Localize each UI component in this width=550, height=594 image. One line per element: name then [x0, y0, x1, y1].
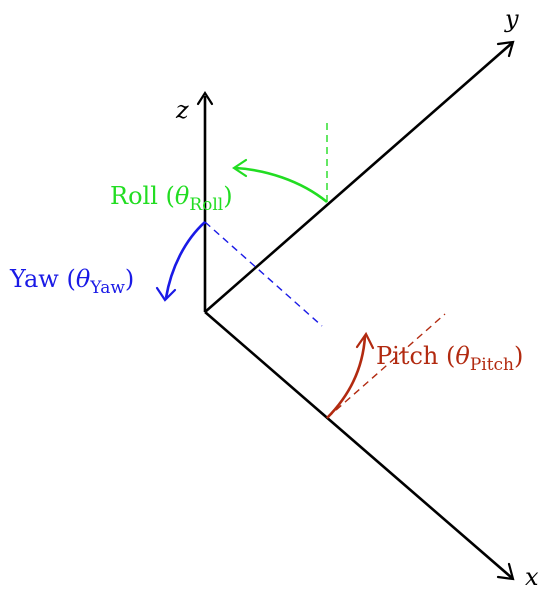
x-axis-label: x [525, 563, 539, 591]
x-axis-arrowhead [496, 562, 515, 581]
yaw-indicator: Yaw (θYaw) [9, 221, 323, 327]
yaw-arrowhead [155, 286, 177, 302]
z-axis-label: z [175, 96, 189, 124]
roll-arrowhead [232, 158, 248, 178]
roll-indicator: Roll (θRoll) [110, 120, 328, 215]
z-axis-arrowhead [196, 90, 214, 106]
yaw-label: Yaw (θYaw) [9, 265, 134, 298]
pitch-indicator: Pitch (θPitch) [326, 313, 523, 419]
pitch-arrowhead [355, 331, 375, 350]
pitch-rotation-arc [326, 335, 367, 419]
y-axis-line [204, 42, 513, 313]
yaw-reference-dashed-line [204, 221, 323, 327]
x-axis-line [204, 311, 513, 579]
pitch-label: Pitch (θPitch) [376, 342, 523, 375]
y-axis-label: y [504, 5, 519, 33]
roll-rotation-arc [235, 166, 328, 204]
roll-label: Roll (θRoll) [110, 182, 233, 215]
pitch-reference-dashed-line [326, 313, 446, 419]
y-axis-arrowhead [496, 40, 515, 58]
yaw-rotation-arc [164, 221, 206, 299]
axes: z y x [175, 5, 539, 591]
